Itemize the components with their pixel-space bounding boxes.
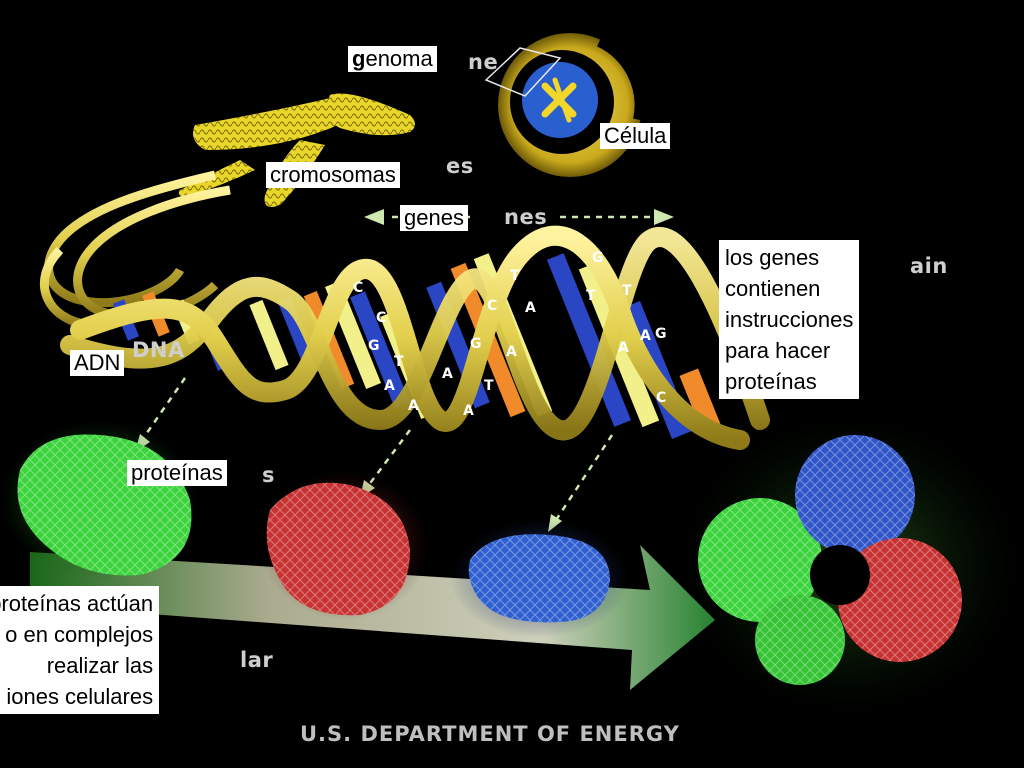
base-pair-bar <box>350 291 410 409</box>
base-letter: A <box>384 378 395 394</box>
base-letter: G <box>655 326 667 342</box>
label-genes: genes <box>400 205 468 231</box>
base-letter: A <box>618 340 629 356</box>
base-letter: T <box>394 354 404 370</box>
ghost-text-chromosomes: es <box>446 154 474 178</box>
label-proteinas-actuan: proteínas actúan s o en complejos realiz… <box>0 586 160 714</box>
pathway-arrow <box>30 545 715 690</box>
label-genoma: genoma <box>348 46 437 72</box>
base-pair-bar <box>249 299 289 371</box>
base-letter: T <box>622 283 632 299</box>
protein-green <box>0 420 200 580</box>
base-letter: A <box>463 403 474 419</box>
base-letter: A <box>640 328 651 344</box>
protein-complex <box>680 415 1020 715</box>
base-letter: A <box>442 366 453 382</box>
ghost-text-genes: nes <box>504 205 548 229</box>
dna-double-helix <box>60 225 770 450</box>
base-letter: T <box>586 288 596 304</box>
base-pair-bar <box>546 253 632 427</box>
ghost-text-contain: ain <box>910 254 948 278</box>
label-celula: Célula <box>600 123 671 149</box>
base-pair-bar <box>679 368 721 432</box>
base-letter: T <box>484 378 494 394</box>
label-adn: ADN <box>70 350 125 376</box>
footer-department: U.S. DEPARTMENT OF ENERGY <box>300 722 680 746</box>
base-letter: G <box>470 336 482 352</box>
cell-illustration <box>484 33 649 177</box>
base-letter: C <box>353 280 363 296</box>
label-cromosomas: cromosomas <box>266 162 400 188</box>
ghost-text-proteins: s <box>262 463 275 487</box>
protein-red <box>260 470 430 620</box>
base-letter: C <box>656 390 666 406</box>
protein-blue <box>450 518 630 638</box>
ghost-text-dna: DNA <box>132 338 185 362</box>
label-genes-instrucciones: los genes contienen instrucciones para h… <box>719 240 860 399</box>
base-letter: A <box>506 344 517 360</box>
label-proteinas: proteínas <box>127 460 227 486</box>
base-letter: C <box>487 298 497 314</box>
ghost-text-cellular: lar <box>240 648 274 672</box>
base-letter: G <box>368 338 380 354</box>
base-letter: C <box>376 310 386 326</box>
base-letter: A <box>408 398 419 414</box>
ghost-text-genome: ne <box>468 50 499 74</box>
base-letter: A <box>525 300 536 316</box>
base-letter: T <box>510 268 520 284</box>
base-letter: G <box>592 250 604 266</box>
